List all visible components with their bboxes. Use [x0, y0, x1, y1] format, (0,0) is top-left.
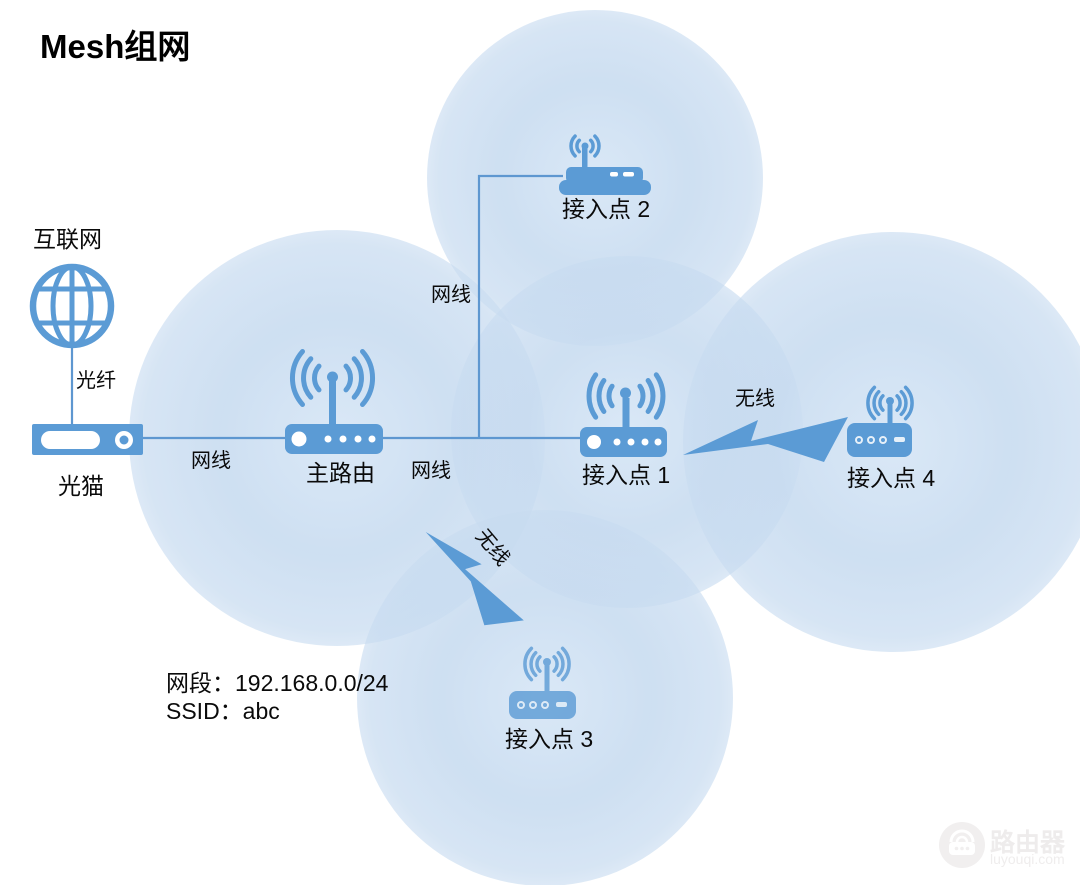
main-router-label: 主路由 [306, 460, 375, 486]
modem-label: 光猫 [58, 473, 104, 499]
ap3-label: 接入点 3 [505, 726, 594, 752]
page-title: Mesh组网 [40, 28, 191, 65]
ap2-label: 接入点 2 [562, 196, 651, 222]
modem-icon [32, 424, 143, 455]
wireless-ap1-ap4-label: 无线 [735, 388, 775, 410]
cable-router-ap2-label: 网线 [431, 284, 471, 306]
main-router-icon [285, 349, 383, 454]
ap1-label: 接入点 1 [582, 462, 671, 488]
internet-label: 互联网 [33, 226, 102, 252]
fiber-link-label: 光纤 [76, 370, 116, 392]
watermark-logo-icon [939, 822, 985, 868]
network-segment-text: 网段：192.168.0.0/24 [166, 670, 389, 696]
watermark-name: 路由器 [990, 829, 1066, 857]
ap4-label: 接入点 4 [847, 465, 936, 491]
internet-globe-icon [29, 263, 115, 349]
ap1-icon [580, 372, 667, 457]
ap3-icon [509, 646, 576, 719]
cable-modem-router-label: 网线 [191, 450, 231, 472]
watermark-domain: luyouqi.com [990, 851, 1065, 867]
ap2-icon [559, 134, 651, 195]
lightning-bolt-ap1-ap4-icon [683, 417, 848, 462]
lightning-bolt-router-ap3-icon [425, 532, 524, 626]
ap4-icon [847, 385, 914, 457]
cable-line-branch-ap2 [477, 174, 563, 438]
ssid-text: SSID：abc [166, 698, 280, 724]
cable-router-ap1-label: 网线 [411, 460, 451, 482]
